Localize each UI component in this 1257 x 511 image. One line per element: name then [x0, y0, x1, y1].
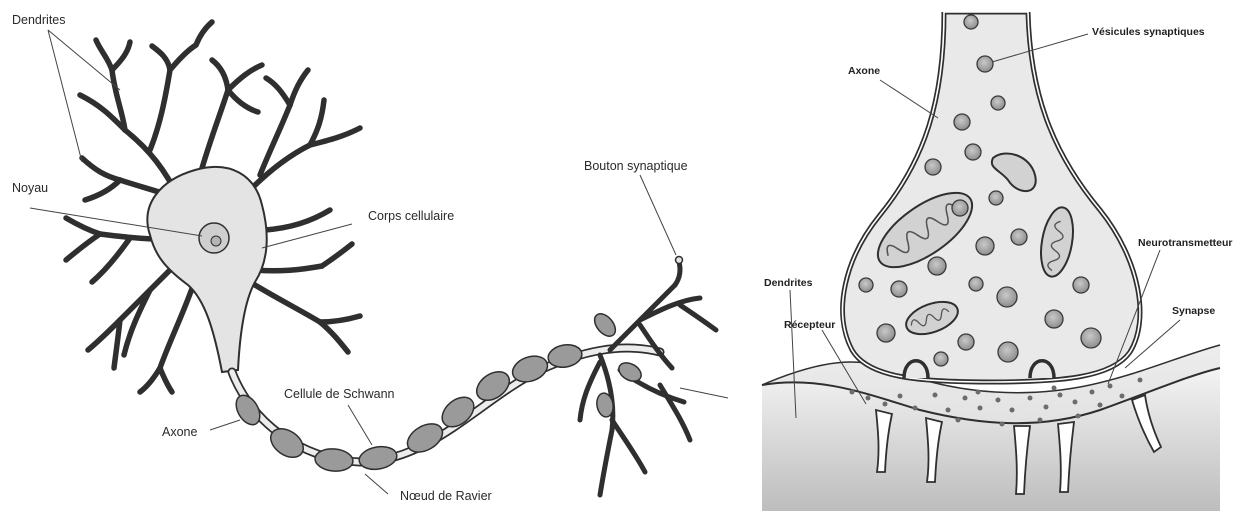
- label-noeud-de-ravier: Nœud de Ravier: [400, 489, 492, 503]
- neuron-illustration: Dendrites Noyau Corps cellulaire Bouton …: [12, 13, 728, 503]
- label-axone-synapse: Axone: [848, 65, 880, 77]
- label-synapse: Synapse: [1172, 305, 1215, 317]
- label-cellule-de-schwann: Cellule de Schwann: [284, 387, 395, 401]
- label-bouton-synaptique: Bouton synaptique: [584, 159, 688, 173]
- label-vesicules-synaptiques: Vésicules synaptiques: [1092, 26, 1205, 38]
- axon-terminal: [580, 262, 716, 495]
- label-dendrites: Dendrites: [12, 13, 66, 27]
- label-recepteur: Récepteur: [784, 319, 835, 331]
- nucleus: [199, 223, 229, 253]
- synaptic-bouton: [676, 257, 683, 264]
- synapse-illustration: Vésicules synaptiques Axone Neurotransme…: [762, 0, 1233, 511]
- label-corps-cellulaire: Corps cellulaire: [368, 209, 454, 223]
- label-neurotransmetteur: Neurotransmetteur: [1138, 237, 1233, 249]
- label-noyau: Noyau: [12, 181, 48, 195]
- label-dendrites-synapse: Dendrites: [764, 277, 813, 289]
- cell-body: [147, 167, 266, 372]
- label-axone: Axone: [162, 425, 197, 439]
- neuron-leader-lines: [30, 30, 728, 494]
